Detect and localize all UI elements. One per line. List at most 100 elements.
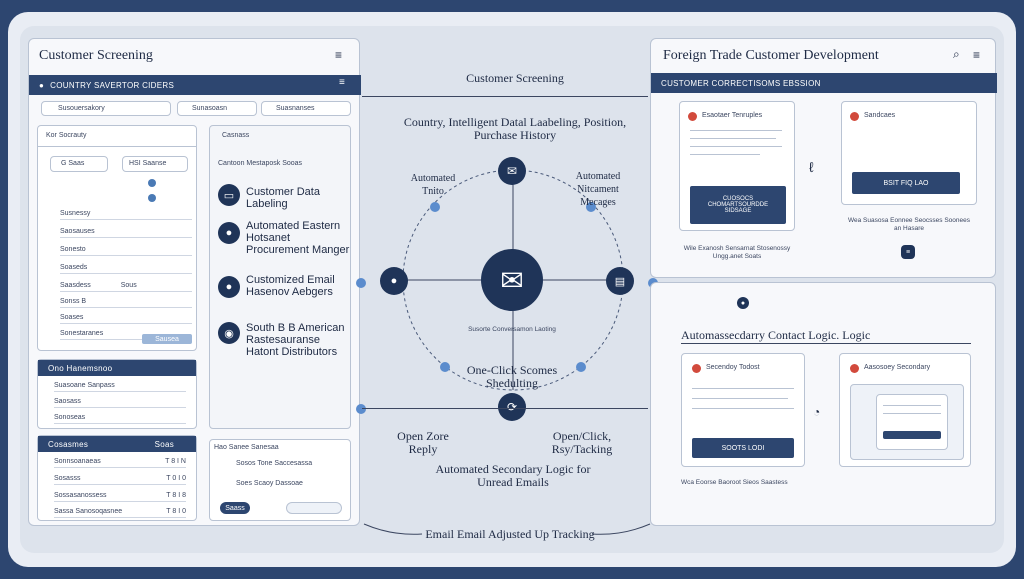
alert-icon (850, 364, 859, 373)
list-item[interactable]: Suasoane Sanpass (54, 380, 186, 392)
menu-icon[interactable]: ≡ (973, 48, 981, 62)
panel-title: Customer Screening (39, 48, 153, 63)
filter-row[interactable]: Susnessy (60, 208, 192, 220)
doc-icon-right[interactable]: ▤ (606, 267, 634, 295)
bar-menu-icon[interactable]: ≡ (339, 77, 345, 88)
list-item[interactable]: Sonoseas (54, 412, 186, 424)
status-box: Hao Sanee Sanesaa Sosos Tone Saccesassa … (209, 439, 351, 521)
filter-row[interactable]: Sonesto (60, 244, 192, 256)
bottom-label: Email Email Adjusted Up Tracking (425, 527, 595, 541)
tab-1[interactable]: Susouersakory (41, 101, 171, 116)
tab-3[interactable]: Suasnanses (261, 101, 351, 116)
secondary-card: Secendoy Todost SOOTS LODI (681, 353, 805, 467)
list-box: Ono Hanemsnoo Suasoane Sanpass Saosass S… (37, 359, 197, 429)
preview-inner (876, 394, 948, 450)
channel-box: Casnass Cantoon Mestaposk Sooas ▭ Custom… (209, 125, 351, 429)
open-right-label: Open/Click, Rsy/Tacking (551, 429, 613, 456)
open-left-label: Open Zore Reply (397, 429, 449, 456)
clock-icon[interactable]: ◔ (813, 405, 821, 419)
alert-icon (850, 112, 859, 121)
mail-icon-center[interactable]: ✉ (481, 249, 543, 311)
text-line (690, 146, 782, 147)
text-line (883, 405, 941, 406)
person-icon-left[interactable]: ● (380, 267, 408, 295)
text-line (692, 388, 794, 389)
contact-title: Automassecdarry Contact Logic. Logic (681, 328, 871, 342)
item-label: South B B American Rastesauranse Hatont … (246, 322, 345, 358)
list-item[interactable]: Saosass (54, 396, 186, 408)
text-line (692, 408, 794, 409)
center-top: Customer Screening (466, 71, 564, 85)
toggle-dot[interactable] (148, 194, 156, 202)
correction-bar: CUSTOMER CORRECTISOMS EBSSION (651, 73, 997, 93)
item-label: Customer Data Labeling (246, 186, 320, 210)
list-bar: Ono Hanemsnoo (38, 360, 196, 376)
status-button[interactable]: Saass (220, 502, 250, 514)
ring-dot (576, 362, 586, 372)
search-icon[interactable]: ⌕ (953, 47, 960, 61)
card-caption: Wile Exanosh Sensarnat Stosenossy Ungg.a… (683, 245, 791, 260)
mail-icon-top[interactable]: ✉ (498, 157, 526, 185)
secondary-button[interactable]: SOOTS LODI (692, 438, 794, 458)
text-line (883, 413, 941, 414)
panel-title: Foreign Trade Customer Development (663, 48, 879, 63)
status-title: Hao Sanee Sanesaa (214, 444, 279, 451)
globe-icon: ◉ (218, 322, 240, 344)
ring-dot (586, 202, 596, 212)
arrow-line (362, 96, 648, 97)
filter-row[interactable]: Saosauses (60, 226, 192, 238)
filter-row[interactable]: Soases (60, 312, 192, 324)
filter-title: Kor Socrauty (46, 132, 87, 139)
filter-b[interactable]: HSI Saanse (122, 156, 188, 172)
person-icon: ● (218, 222, 240, 244)
item-label: Customized Email Hasenov Aebgers (246, 274, 335, 298)
panel-caption: Wca Eoorse Baoroot Sieos Saastess (681, 479, 788, 486)
toggle-switch[interactable] (286, 502, 342, 514)
secondary-label: Automated Secondary Logic for Unread Ema… (435, 462, 591, 489)
filter-button[interactable]: Sausea (142, 334, 192, 344)
text-line (690, 138, 776, 139)
globe-icon: ● (39, 80, 45, 90)
card-caption: Wea Suasosa Eonnee Seocsses Soonees an H… (847, 217, 971, 232)
send-button[interactable]: BSIT FIQ LAO (852, 172, 960, 194)
filter-row[interactable]: Soaseds (60, 262, 192, 274)
card-title: Esaotaer Tenruples (702, 112, 763, 119)
alert-icon (692, 364, 701, 373)
card-title: Sandcaes (864, 112, 896, 119)
customer-screening-panel: Customer Screening ≡ ● COUNTRY SAVERTOR … (28, 38, 361, 526)
secondary-contact-panel: ● Automassecdarry Contact Logic. Logic S… (650, 282, 996, 526)
filter-a[interactable]: G Saas (50, 156, 108, 172)
filter-box: Kor Socrauty G Saas HSI Saanse Susnessy … (37, 125, 197, 351)
link-icon[interactable]: ℓ (809, 159, 814, 175)
auto-right-label: Automated Nitcament Mecages (575, 171, 621, 208)
oneclick-label: One-Click Scomes Shedulting (466, 363, 558, 390)
headline: Country, Intelligent Datal Laabeling, Po… (403, 115, 627, 142)
auto-left-label: Automated Tnito (410, 173, 456, 197)
template-button[interactable]: CUOSOCS CHOMARTSOURDDE SIDSAGE (690, 186, 786, 224)
menu-icon[interactable]: ≡ (335, 48, 343, 62)
bottom-bracket (363, 523, 651, 535)
trade-development-panel: Foreign Trade Customer Development ⌕ ≡ C… (650, 38, 997, 278)
tab-2[interactable]: Sunasoasn (177, 101, 257, 116)
filter-row[interactable]: Sonestaranes (60, 328, 192, 340)
arrow-line (362, 408, 648, 409)
alert-icon (688, 112, 697, 121)
filter-row[interactable]: Sonss B (60, 296, 192, 308)
clock-icon-bottom[interactable]: ⟳ (498, 393, 526, 421)
auto-secondary-card: Aasosoey Secondary (839, 353, 971, 467)
divider (38, 146, 196, 147)
send-card: Sandcaes BSIT FIQ LAO (841, 101, 977, 205)
screening-bar: ● COUNTRY SAVERTOR CIDERS (29, 75, 361, 95)
stack-icon: ≡ (901, 245, 915, 259)
card-title: Aasosoey Secondary (864, 364, 931, 371)
preview-button[interactable] (883, 431, 941, 439)
text-line (690, 154, 760, 155)
toggle-dot[interactable] (148, 179, 156, 187)
